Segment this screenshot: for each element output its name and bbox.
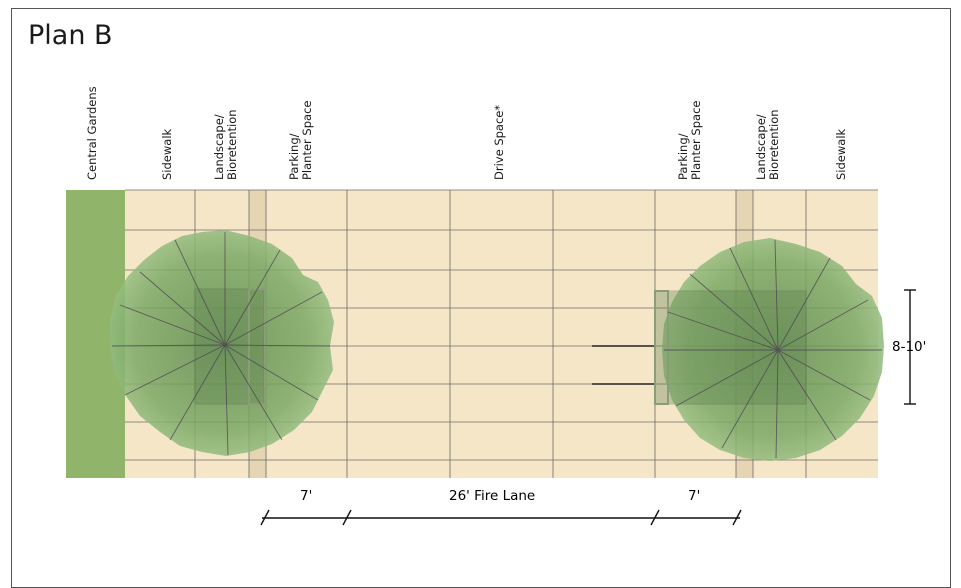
- street-plan: 8-10' 7' 26' Fire Lane 7': [66, 189, 926, 526]
- dimension-fire-lane: 26' Fire Lane: [449, 488, 535, 504]
- tree-spacing-dimension: [904, 289, 916, 405]
- bottom-dimension-line: [260, 509, 742, 526]
- plan-title: Plan B: [28, 20, 113, 51]
- dimension-left-parking: 7': [300, 488, 312, 504]
- tree-canopy-right: [654, 238, 884, 461]
- tree-canopy-left: [110, 230, 334, 456]
- parking-stall-lines-right: [592, 345, 655, 385]
- tree-spacing-label: 8-10': [892, 339, 926, 355]
- dimension-right-parking: 7': [688, 488, 700, 504]
